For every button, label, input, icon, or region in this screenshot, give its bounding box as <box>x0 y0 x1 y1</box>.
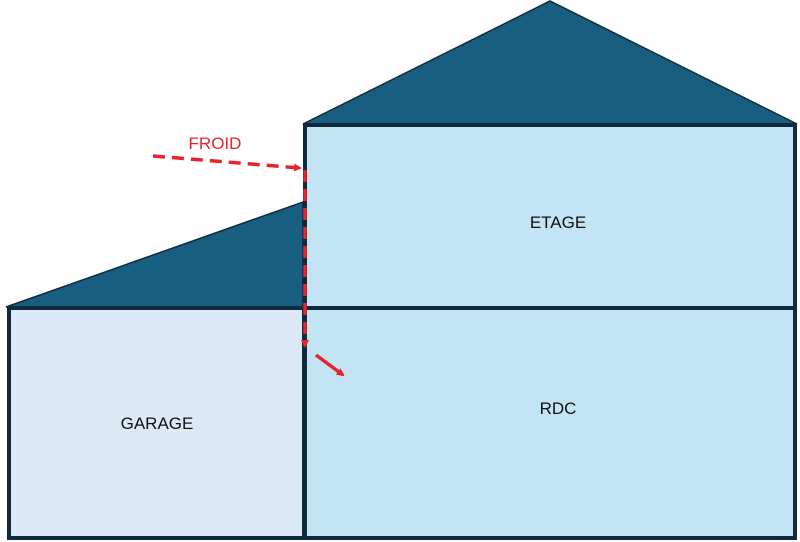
garage-label: GARAGE <box>121 414 194 433</box>
cold-air-arrow-in <box>152 154 302 172</box>
froid-label: FROID <box>189 134 242 153</box>
cold-air-arrow-rdc <box>314 353 345 377</box>
garage-room <box>7 306 306 540</box>
garage-roof <box>5 200 304 308</box>
etage-room <box>303 123 797 310</box>
rdc-label: RDC <box>540 399 577 418</box>
etage-label: ETAGE <box>530 213 586 232</box>
main-roof <box>302 0 798 125</box>
rdc-room <box>303 306 797 540</box>
